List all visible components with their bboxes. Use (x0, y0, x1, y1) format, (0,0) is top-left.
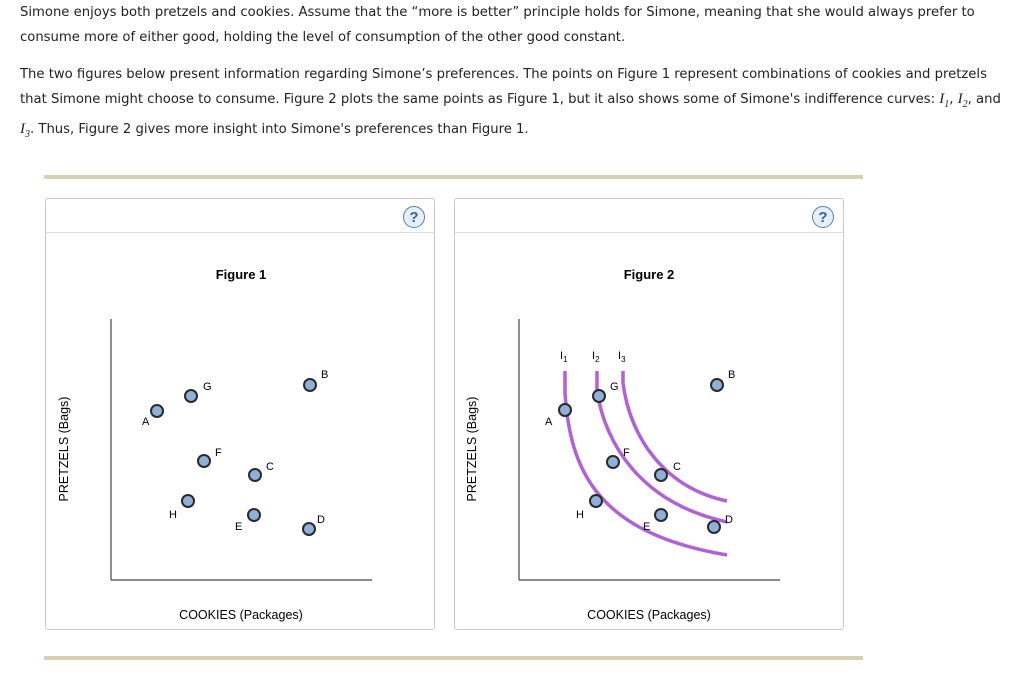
figure1-point-h-label: H (169, 509, 177, 521)
figure2-point-h-label: H (576, 509, 584, 521)
intro-paragraph-1: Simone enjoys both pretzels and cookies.… (20, 5, 975, 45)
figure1-point-d: D (302, 514, 325, 536)
figure1-point-f-marker (197, 454, 211, 468)
figure1-point-h-marker (181, 494, 195, 508)
figure2-point-a-marker (558, 403, 572, 417)
figure1-point-c: C (248, 461, 274, 482)
figure1-point-d-label: D (317, 514, 325, 526)
figure1-help-icon[interactable]: ? (403, 206, 425, 228)
figure2-point-e: E (643, 508, 668, 533)
figure2-title: Figure 2 (624, 267, 675, 282)
figure1-point-f-label: F (215, 447, 222, 459)
curve-label-i2: I2 (592, 350, 600, 364)
figure2-point-f: F (606, 447, 630, 469)
indifference-curve-i2 (595, 371, 728, 524)
figure2-help-icon[interactable]: ? (812, 206, 834, 228)
figure1-point-g-label: G (203, 381, 212, 393)
figure2-panel: ? Figure 2 COOKIES (Packages) PRETZELS (… (454, 198, 844, 630)
figure2-graph: Figure 2 COOKIES (Packages) PRETZELS (Ba… (465, 267, 780, 622)
bottom-divider (44, 656, 863, 660)
figure1-point-a: A (142, 404, 164, 428)
figure1-point-f: F (197, 447, 222, 468)
figure1-point-a-label: A (142, 416, 150, 428)
figure2-point-h: H (576, 494, 603, 521)
figure2-header: ? (455, 199, 843, 233)
intro-paragraph-2-start: The two figures below present informatio… (20, 67, 987, 107)
figure1-point-g: G (184, 381, 212, 403)
figure1-x-label: COOKIES (Packages) (179, 608, 303, 622)
intro-paragraph-2-end: . Thus, Figure 2 gives more insight into… (30, 122, 529, 137)
figure2-point-d: D (707, 514, 733, 534)
curve-label-i1: I1 (560, 350, 568, 364)
figure2-point-f-marker (606, 455, 620, 469)
figure2-point-g-label: G (610, 381, 619, 393)
figure2-point-c: C (654, 461, 681, 482)
top-divider (44, 175, 863, 179)
figure2-point-g: G (592, 381, 619, 403)
ic1-symbol: I1 (939, 91, 950, 110)
figure1-point-b-marker (303, 378, 317, 392)
figure1-point-c-marker (248, 468, 262, 482)
figure2-point-a-label: A (545, 416, 553, 428)
figure2-point-c-marker (654, 468, 668, 482)
figure1-point-b-label: B (321, 369, 328, 381)
figure2-y-label: PRETZELS (Bags) (465, 397, 479, 502)
figure2-point-c-label: C (673, 461, 681, 473)
figure1-point-b: B (303, 369, 328, 392)
ic3-symbol: I3 (20, 121, 30, 140)
figure1-point-d-marker (302, 522, 316, 536)
figure2-point-f-label: F (623, 447, 630, 459)
figure1-y-label: PRETZELS (Bags) (57, 397, 71, 502)
figure1-header: ? (46, 199, 434, 233)
ic2-symbol: I2 (957, 91, 968, 110)
indifference-curve-i3 (621, 371, 728, 503)
intro-paragraph-2: The two figures below present informatio… (20, 67, 1001, 140)
curve-label-i3: I3 (618, 350, 626, 364)
figure1-point-h: H (169, 494, 195, 521)
figure2-point-b-label: B (728, 369, 735, 381)
figure2-point-a: A (545, 403, 572, 428)
figure1-graph: Figure 1 COOKIES (Packages) PRETZELS (Ba… (57, 267, 372, 622)
figure2-point-d-marker (707, 520, 721, 534)
figure2-point-b-marker (710, 378, 724, 392)
figure2-point-e-marker (654, 508, 668, 522)
figure1-point-e-label: E (235, 521, 242, 533)
figure2-point-d-label: D (725, 514, 733, 526)
figure2-point-e-label: E (643, 521, 650, 533)
figure2-point-h-marker (589, 494, 603, 508)
figure1-point-e: E (235, 508, 261, 533)
figure1-point-g-marker (184, 389, 198, 403)
figure1-point-e-marker (247, 508, 261, 522)
figure2-x-label: COOKIES (Packages) (587, 608, 711, 622)
figure1-title: Figure 1 (216, 267, 267, 282)
figure1-point-a-marker (150, 404, 164, 418)
figure1-panel: ? Figure 1 COOKIES (Packages) PRETZELS (… (45, 198, 435, 630)
figure1-point-c-label: C (266, 461, 274, 473)
figure2-point-g-marker (592, 389, 606, 403)
figure2-point-b: B (710, 369, 735, 392)
